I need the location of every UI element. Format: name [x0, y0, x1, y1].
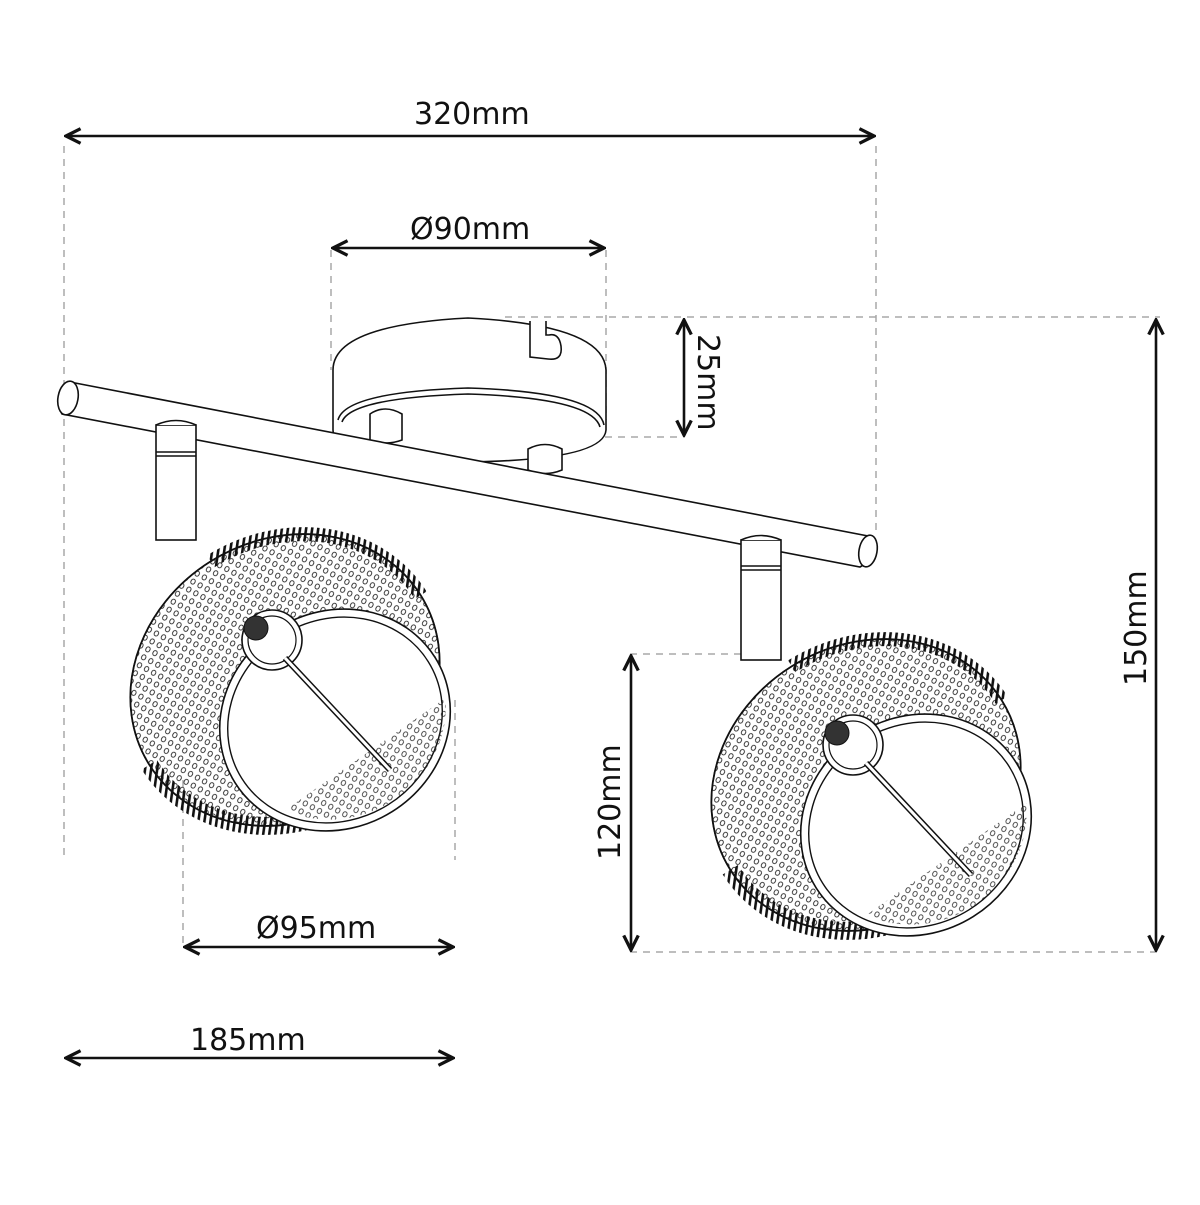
mounting-bar	[56, 380, 879, 568]
left-spot	[129, 419, 452, 835]
label-canopy-diameter: Ø90mm	[410, 212, 531, 247]
label-shade-diameter: Ø95mm	[256, 911, 377, 946]
label-shade-height: 120mm	[593, 744, 628, 860]
label-total-width: 320mm	[414, 97, 530, 132]
label-total-height: 150mm	[1119, 570, 1154, 686]
right-spot	[710, 534, 1033, 940]
dimension-arrows	[66, 136, 1156, 1058]
label-half-width: 185mm	[190, 1023, 306, 1058]
label-canopy-height: 25mm	[690, 334, 725, 431]
guide-lines	[63, 146, 1160, 953]
